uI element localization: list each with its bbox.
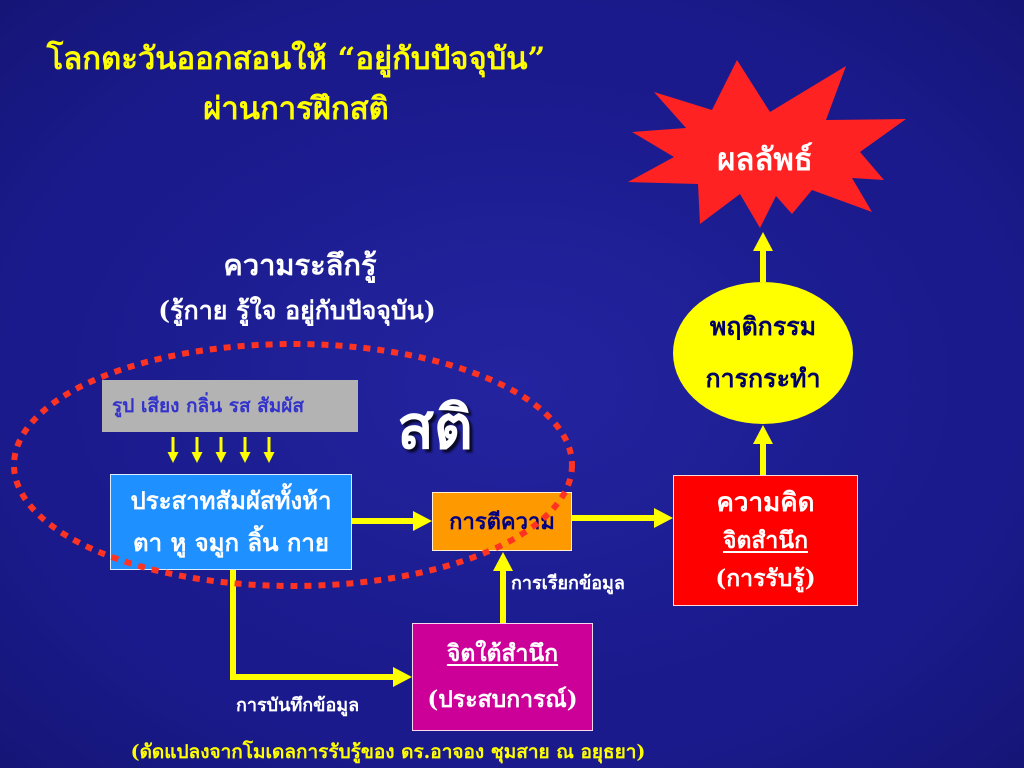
arrow-senses-to-interpretation bbox=[352, 511, 432, 531]
source-credit: (ดัดแปลงจากโมเดลการรับรู้ของ ดร.อาจอง ชุ… bbox=[130, 741, 646, 763]
behavior-label-line-1: พฤติกรรม bbox=[709, 312, 817, 341]
result-starburst bbox=[628, 60, 906, 228]
behavior-label-line-2: การกระทำ bbox=[705, 364, 821, 393]
slide-title-line-2: ผ่านการฝึกสติ bbox=[203, 91, 389, 127]
conscious-box-perception: (การรับรู้) bbox=[715, 564, 816, 592]
conscious-box-consciousness: จิตสำนึก bbox=[722, 526, 808, 554]
stimulus-arrow bbox=[239, 437, 251, 463]
stimulus-arrow bbox=[263, 437, 275, 463]
senses-box-organs: ตา หู จมูก ลิ้น กาย bbox=[133, 528, 329, 557]
stimuli-box-label: รูป เสียง กลิ่น รส สัมผัส bbox=[112, 395, 305, 417]
stimulus-arrow bbox=[215, 437, 227, 463]
mindfulness-heading: ความระลึกรู้ bbox=[223, 248, 377, 282]
record-arrow-head bbox=[393, 667, 412, 687]
stimuli-box: รูป เสียง กลิ่น รส สัมผัส bbox=[102, 380, 358, 432]
retrieve-data-label: การเรียกข้อมูล bbox=[511, 573, 625, 594]
result-label: ผลลัพธ์ bbox=[717, 142, 813, 178]
stimulus-arrow bbox=[167, 437, 179, 463]
subconscious-box-title: จิตใต้สำนึก bbox=[446, 640, 559, 667]
arrow-behavior-to-result bbox=[753, 232, 773, 282]
conscious-mind-box: ความคิด จิตสำนึก (การรับรู้) bbox=[673, 475, 858, 606]
subconscious-mind-box: จิตใต้สำนึก (ประสบการณ์) bbox=[412, 623, 593, 731]
arrow-interpretation-to-conscious-mind bbox=[572, 508, 673, 528]
senses-box-title: ประสาทสัมผัสทั้งห้า bbox=[130, 486, 332, 515]
subconscious-box-experience: (ประสบการณ์) bbox=[427, 686, 578, 713]
behavior-label: พฤติกรรม การกระทำ bbox=[673, 301, 853, 405]
stimulus-arrow bbox=[191, 437, 203, 463]
arrow-conscious-mind-to-behavior bbox=[753, 425, 773, 475]
record-data-label: การบันทึกข้อมูล bbox=[236, 695, 360, 716]
behavior-ellipse bbox=[673, 282, 853, 424]
interpretation-box-label: การตีความ bbox=[449, 508, 555, 535]
arrow-subconscious-to-interpretation bbox=[493, 552, 513, 623]
slide-title-line-1: โลกตะวันออกสอนให้ “อยู่กับปัจจุบัน” bbox=[46, 41, 546, 77]
interpretation-box: การตีความ bbox=[432, 492, 572, 551]
conscious-box-thought: ความคิด bbox=[716, 487, 815, 518]
stimuli-arrows bbox=[167, 437, 275, 463]
senses-box: ประสาทสัมผัสทั้งห้า ตา หู จมูก ลิ้น กาย bbox=[110, 474, 352, 570]
sati-label: สติ bbox=[397, 393, 473, 463]
mindfulness-subheading: (รู้กาย รู้ใจ อยู่กับปัจจุบัน) bbox=[158, 296, 436, 325]
record-connector-line bbox=[230, 570, 395, 680]
